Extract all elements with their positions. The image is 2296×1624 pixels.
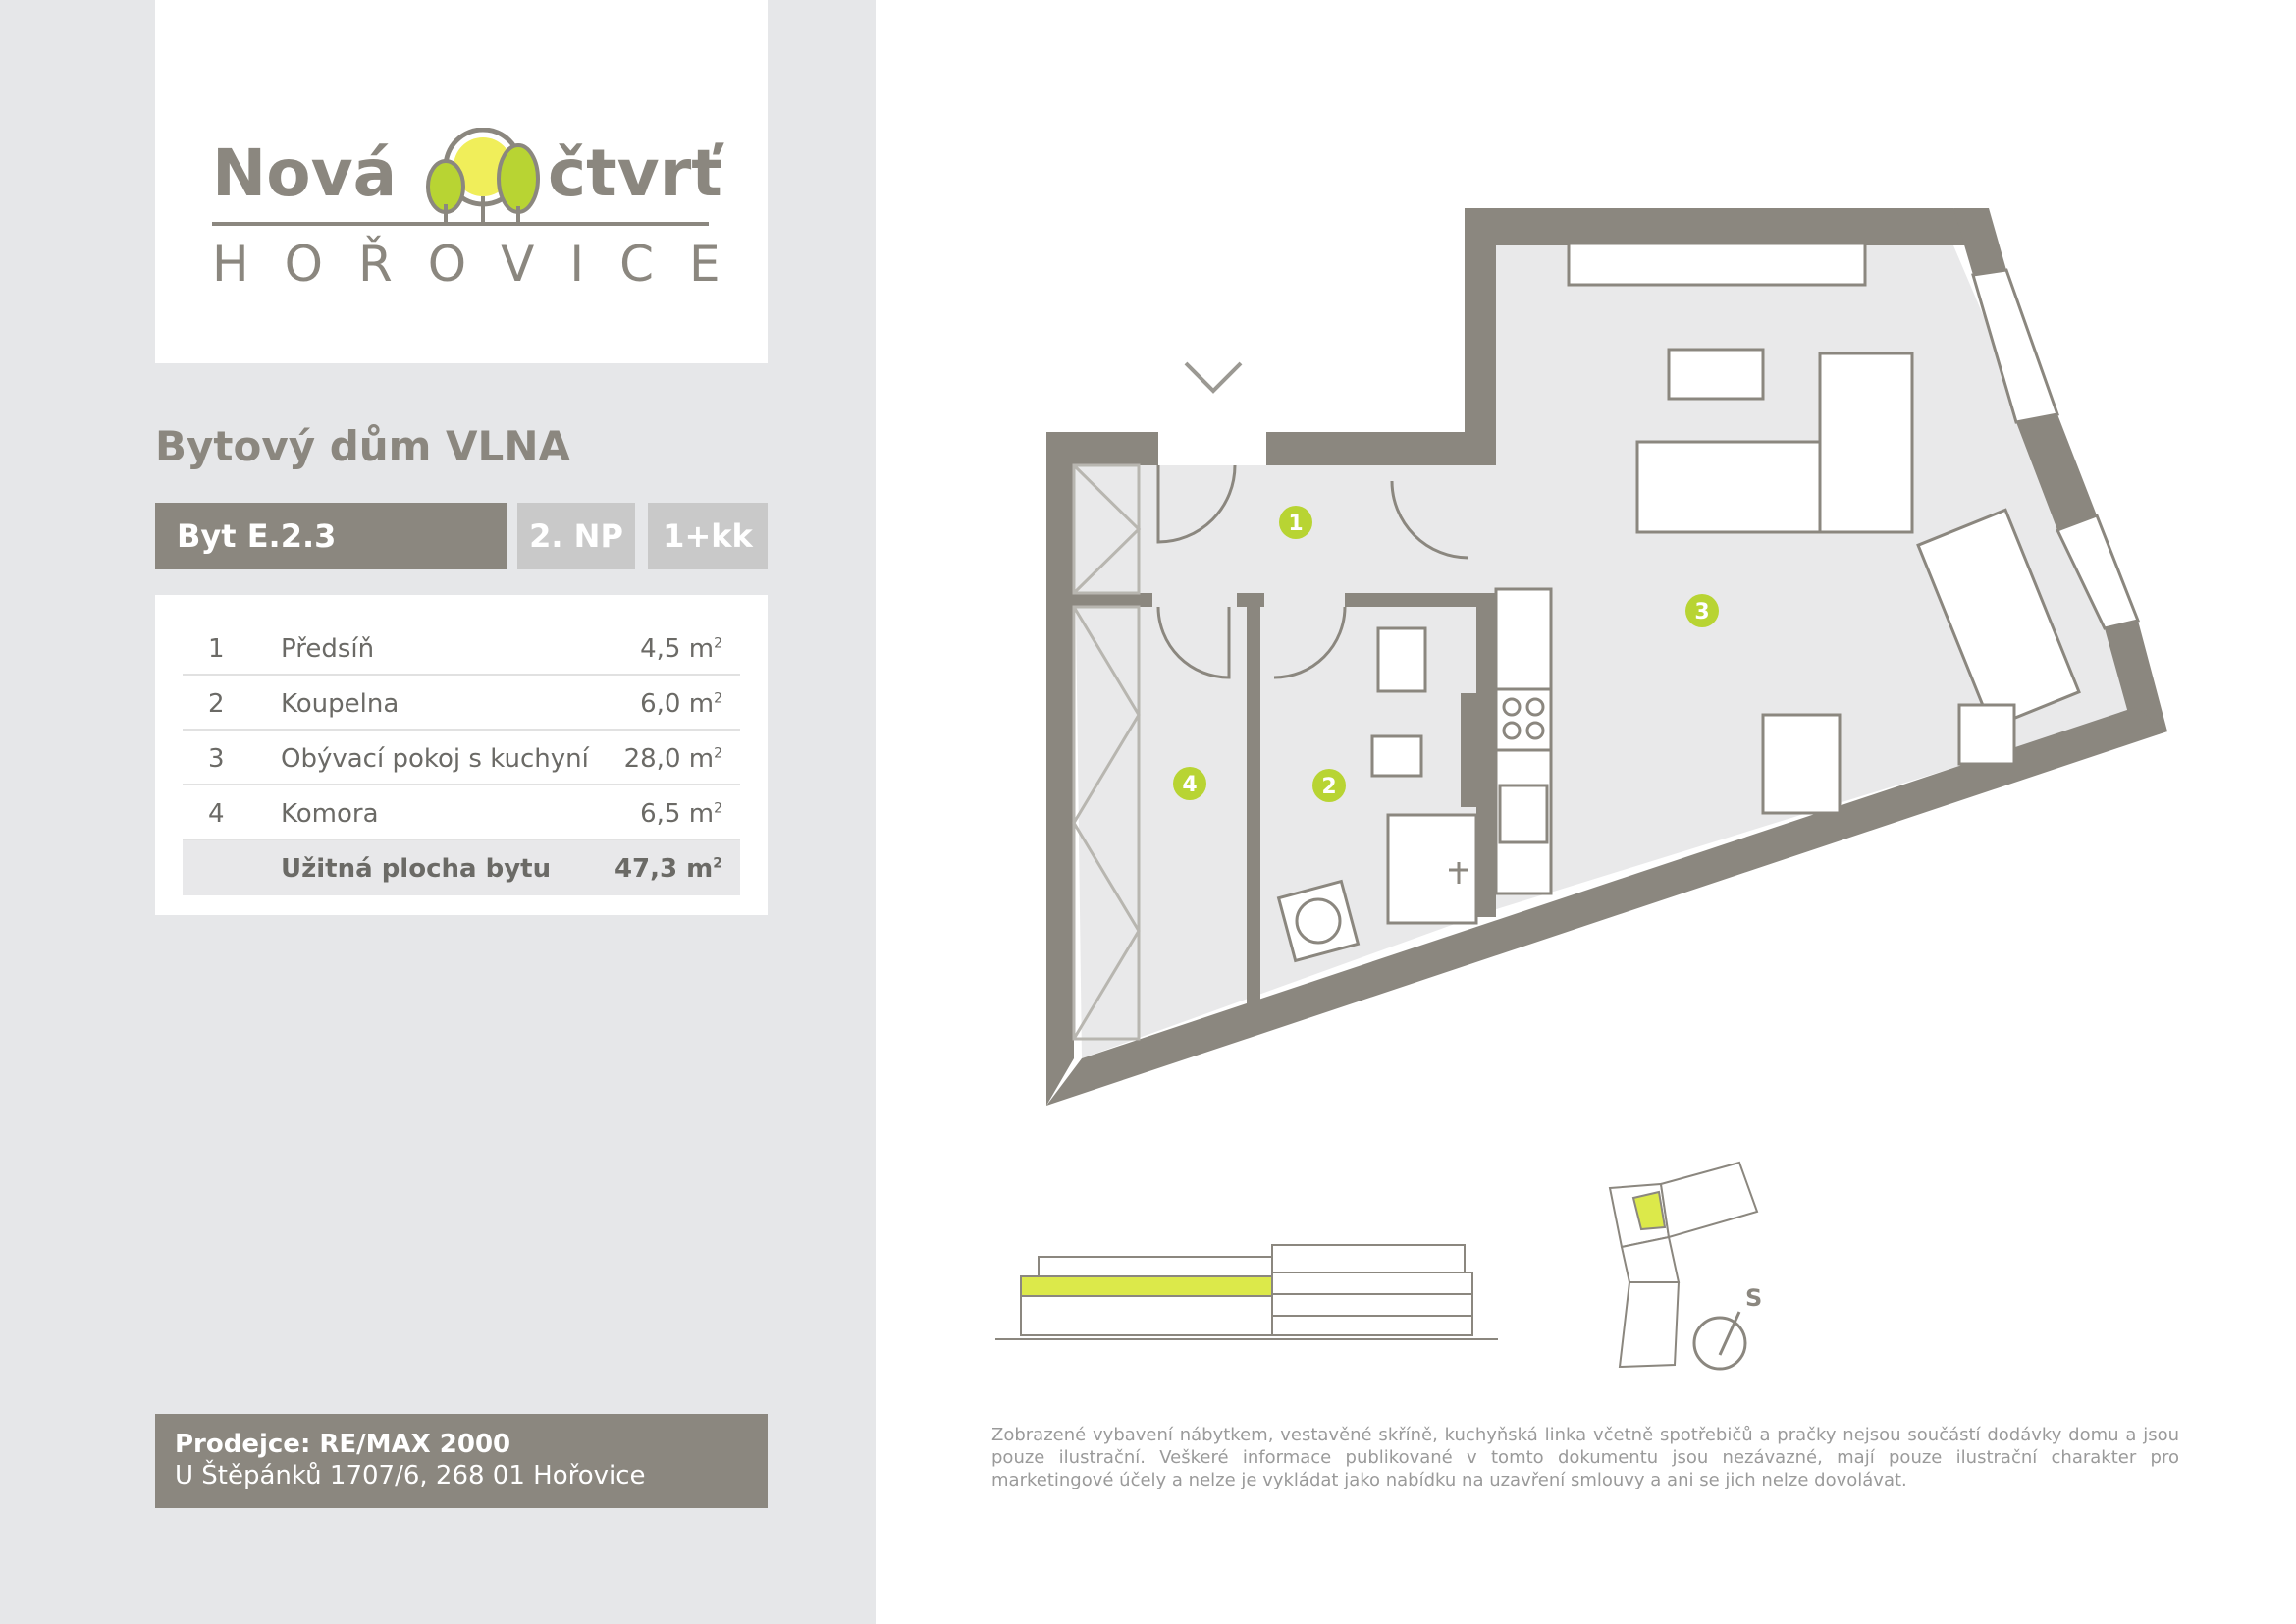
room-number: 2 [208, 689, 225, 719]
table-row: 4 Komora 6,5 m2 [183, 785, 740, 840]
unit-tag: Byt E.2.3 [155, 503, 507, 569]
seller-address: U Štěpánků 1707/6, 268 01 Hořovice [175, 1461, 646, 1490]
entrance-arrow-icon [1184, 361, 1243, 394]
building-elevation [995, 1244, 1498, 1340]
wardrobe [1072, 463, 1142, 1041]
door-swings [1156, 464, 1469, 679]
room-area: 6,0 m2 [640, 689, 722, 719]
table-row: 2 Koupelna 6,0 m2 [183, 676, 740, 731]
compass-label: S [1745, 1284, 1762, 1312]
disclaimer-text: Zobrazené vybavení nábytkem, vestavěné s… [991, 1425, 2179, 1490]
sofa-chaise [1818, 352, 1914, 534]
room-name: Obývací pokoj s kuchyní [281, 744, 589, 774]
sink-icon [1376, 626, 1427, 693]
total-area: 47,3 m2 [614, 854, 722, 884]
room-area: 6,5 m2 [640, 799, 722, 829]
coffee-table [1667, 348, 1765, 401]
layout-type-tag: 1+kk [648, 503, 768, 569]
room-marker-1: 1 [1288, 512, 1303, 536]
room-number: 3 [208, 744, 225, 774]
windows [1971, 268, 2141, 630]
tv-stand [1567, 242, 1867, 287]
floor-tag: 2. NP [517, 503, 635, 569]
interior-walls [1074, 593, 1496, 1003]
logo-city: HOŘOVICE [212, 236, 756, 293]
kitchen-sink-icon [1498, 784, 1549, 844]
building-title: Bytový dům VLNA [155, 422, 570, 470]
kitchen [1494, 587, 1553, 895]
room-markers: 1 2 3 4 [1173, 506, 1719, 802]
logo-word-nova: Nová [212, 135, 398, 211]
room-marker-3: 3 [1694, 600, 1709, 624]
trees-logo-icon [426, 128, 540, 222]
room-name: Komora [281, 799, 379, 829]
bed [1916, 508, 2081, 730]
room-marker-2: 2 [1321, 775, 1336, 799]
room-marker-4: 4 [1182, 773, 1197, 797]
desk [1957, 703, 2016, 766]
living-furniture [1567, 242, 2081, 815]
toilet-icon [1370, 734, 1423, 778]
logo: Nová čtvrť HOŘOVICE [155, 0, 768, 363]
room-number: 4 [208, 799, 225, 829]
room-table: 1 Předsíň 4,5 m2 2 Koupelna 6,0 m2 3 Obý… [155, 595, 768, 915]
logo-word-ctvrt: čtvrť [548, 135, 722, 211]
logo-divider [212, 222, 709, 226]
room-number: 1 [208, 634, 225, 664]
seller-info: Prodejce: RE/MAX 2000 U Štěpánků 1707/6,… [155, 1414, 768, 1508]
room-area: 28,0 m2 [623, 744, 722, 774]
room-name: Předsíň [281, 634, 375, 664]
dining-table [1761, 713, 1842, 815]
exterior-walls [1046, 208, 2167, 1106]
total-label: Užitná plocha bytu [281, 854, 552, 884]
room-area: 4,5 m2 [640, 634, 722, 664]
bathroom-fixtures [1276, 626, 1478, 963]
table-row: 3 Obývací pokoj s kuchyní 28,0 m2 [183, 731, 740, 785]
table-row: 1 Předsíň 4,5 m2 [183, 621, 740, 676]
room-name: Koupelna [281, 689, 400, 719]
seller-name: Prodejce: RE/MAX 2000 [175, 1430, 511, 1459]
cooktop-icon [1494, 687, 1553, 752]
compass: S [1692, 1284, 1762, 1371]
total-row: Užitná plocha bytu 47,3 m2 [183, 840, 740, 895]
site-plan [1608, 1161, 1759, 1369]
